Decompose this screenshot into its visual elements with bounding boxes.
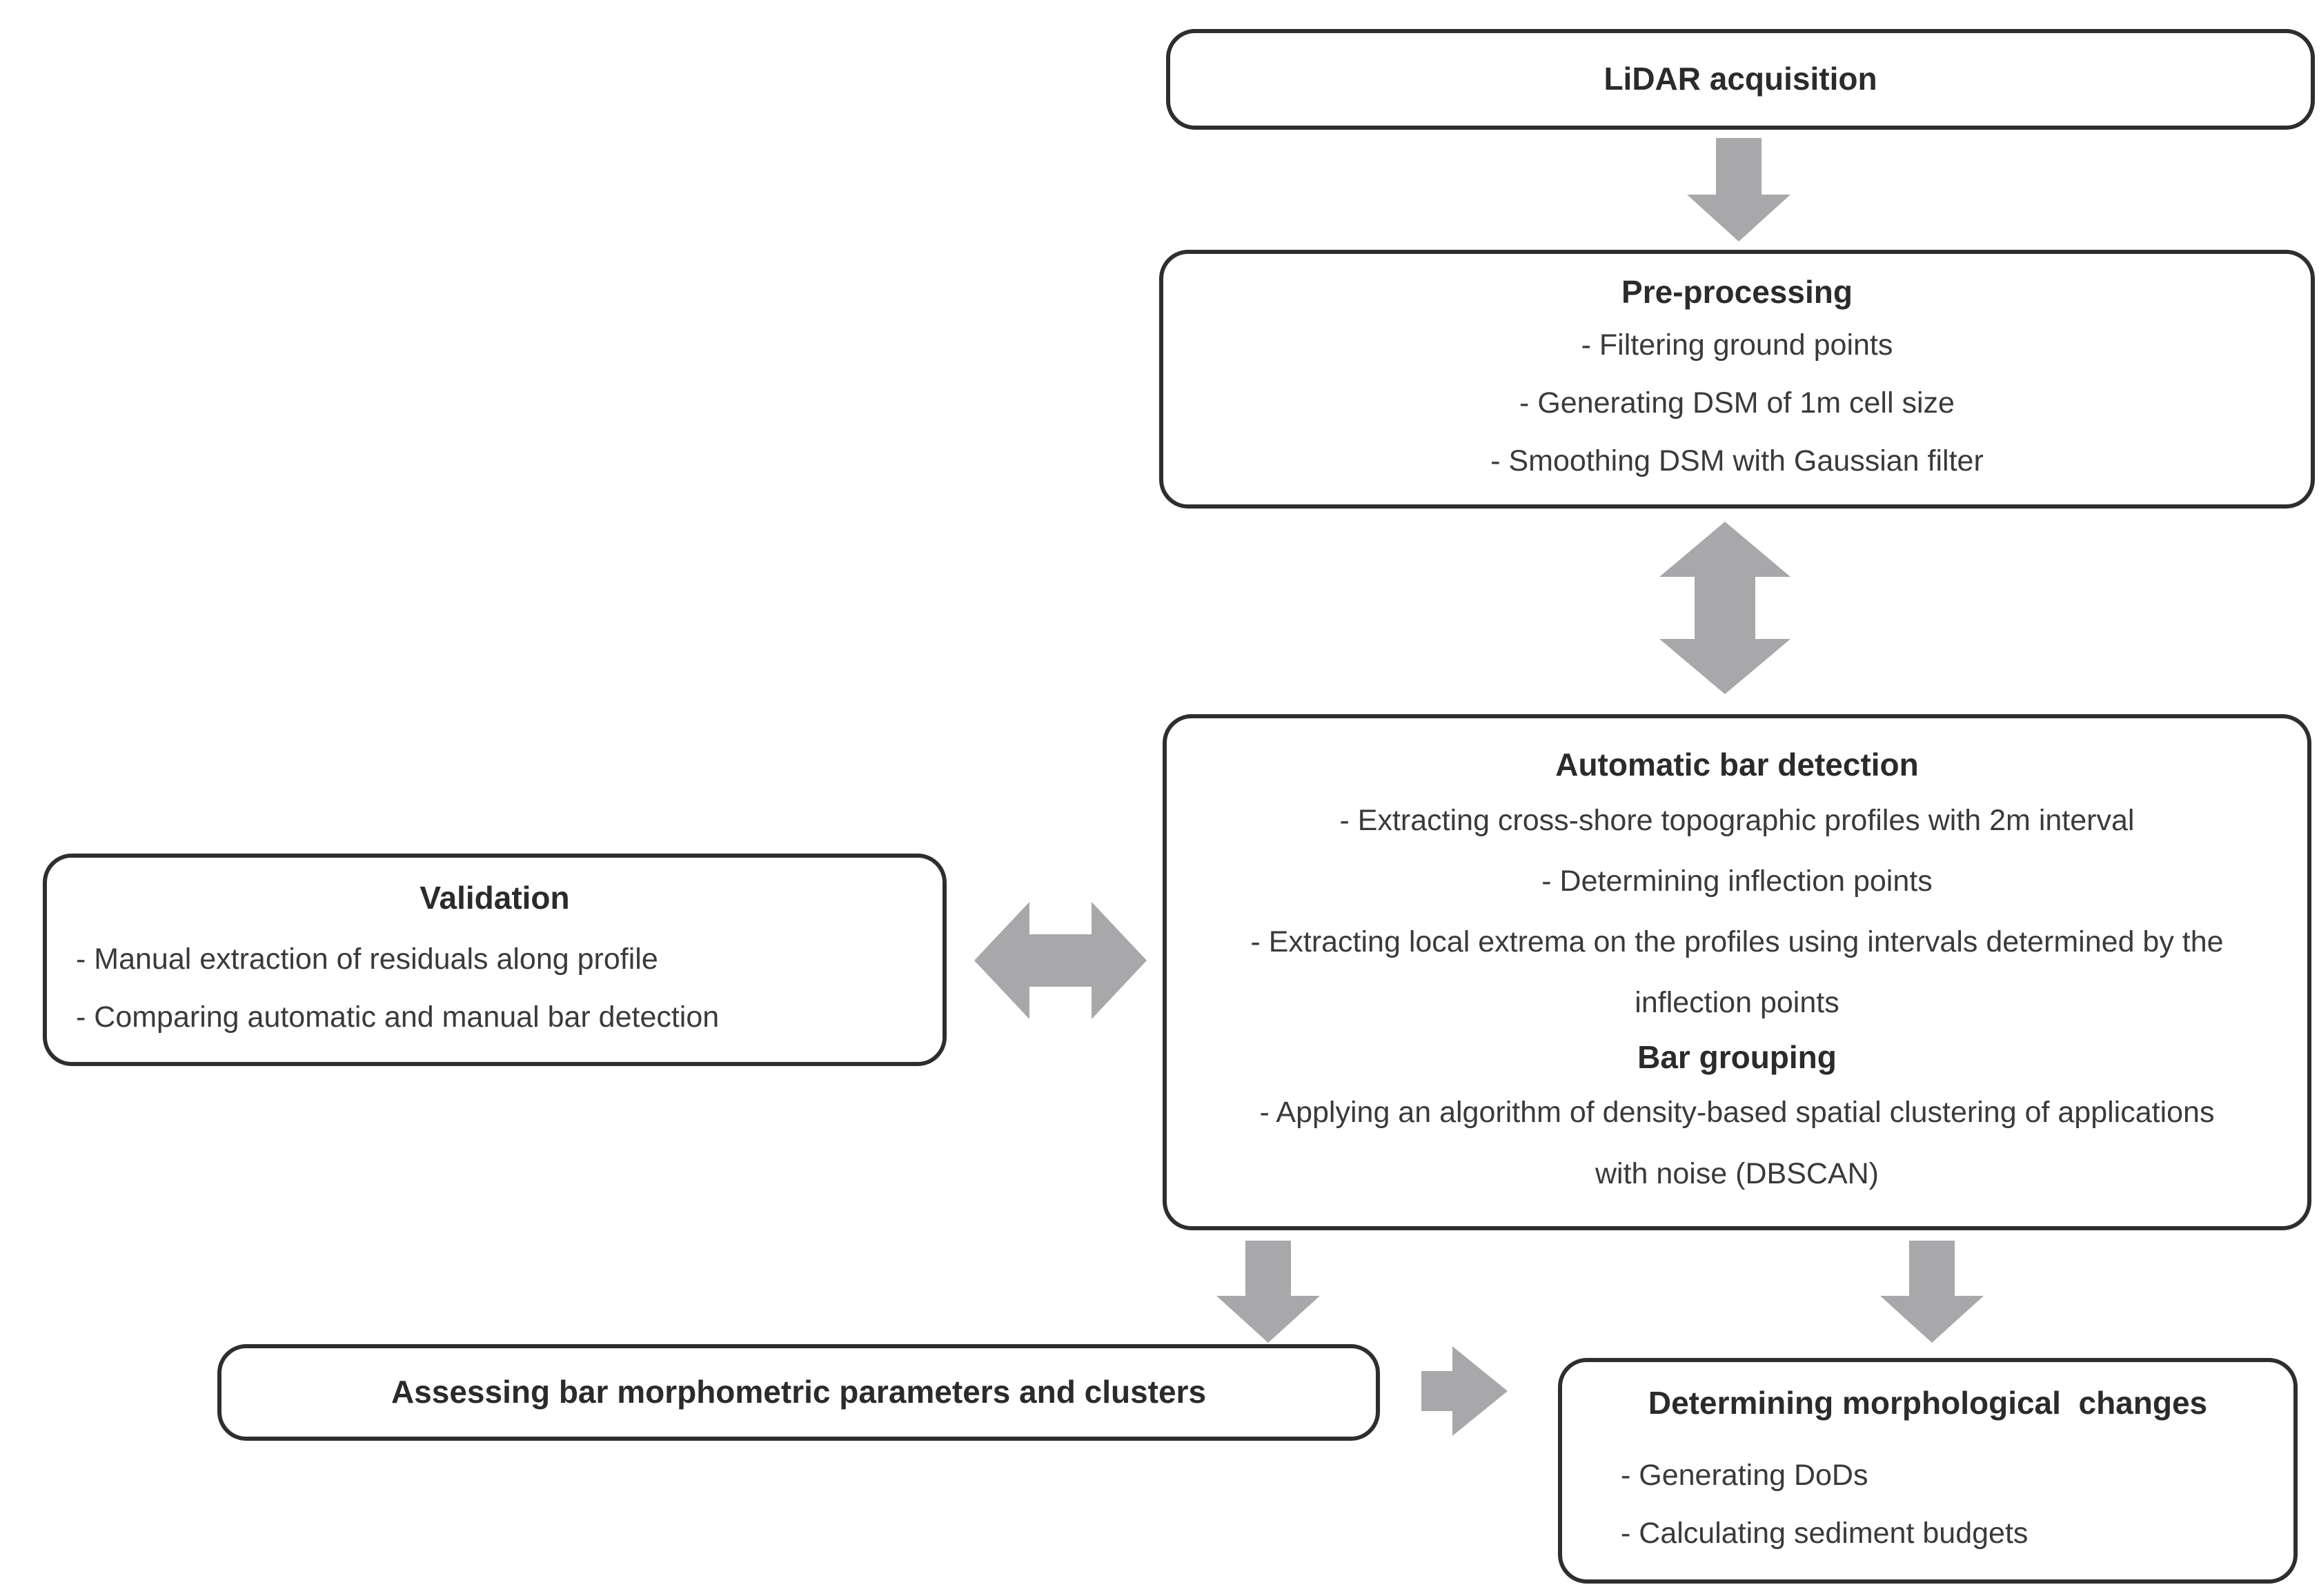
box-lidar-acquisition: LiDAR acquisition	[1166, 29, 2315, 130]
box-title: Validation	[420, 879, 570, 916]
box-title: LiDAR acquisition	[1603, 61, 1877, 97]
box-automatic-bar-detection: Automatic bar detection - Extracting cro…	[1163, 714, 2311, 1230]
box-validation: Validation - Manual extraction of residu…	[43, 854, 947, 1066]
list-item: - Manual extraction of residuals along p…	[76, 942, 658, 976]
list-item: - Generating DSM of 1m cell size	[1519, 386, 1955, 420]
down-arrow-icon	[1687, 138, 1790, 242]
down-arrow-icon	[1216, 1241, 1320, 1343]
list-item: - Smoothing DSM with Gaussian filter	[1490, 444, 1984, 478]
double-vertical-arrow-icon	[1659, 522, 1790, 694]
list-item: - Filtering ground points	[1581, 328, 1893, 362]
box-title: Pre-processing	[1621, 274, 1853, 311]
list-item: - Comparing automatic and manual bar det…	[76, 1000, 720, 1034]
box-title: Determining morphological changes	[1648, 1385, 2208, 1421]
box-morphological-changes: Determining morphological changes - Gene…	[1558, 1358, 2298, 1584]
box-title: Automatic bar detection	[1555, 747, 1919, 783]
double-horizontal-arrow-icon	[974, 902, 1147, 1019]
box-subtitle: Bar grouping	[1637, 1039, 1837, 1076]
right-arrow-icon	[1421, 1346, 1508, 1436]
box-assessing-parameters: Assessing bar morphometric parameters an…	[217, 1344, 1380, 1441]
list-item: - Applying an algorithm of density-based…	[1259, 1096, 2215, 1190]
box-pre-processing: Pre-processing - Filtering ground points…	[1159, 250, 2315, 509]
list-item: - Extracting cross-shore topographic pro…	[1339, 803, 2135, 837]
list-item: - Generating DoDs	[1621, 1459, 1868, 1492]
list-item: - Extracting local extrema on the profil…	[1250, 925, 2224, 1019]
box-title: Assessing bar morphometric parameters an…	[391, 1374, 1207, 1410]
list-item: - Calculating sediment budgets	[1621, 1517, 2029, 1550]
list-item: - Determining inflection points	[1541, 864, 1933, 898]
down-arrow-icon	[1880, 1241, 1984, 1343]
